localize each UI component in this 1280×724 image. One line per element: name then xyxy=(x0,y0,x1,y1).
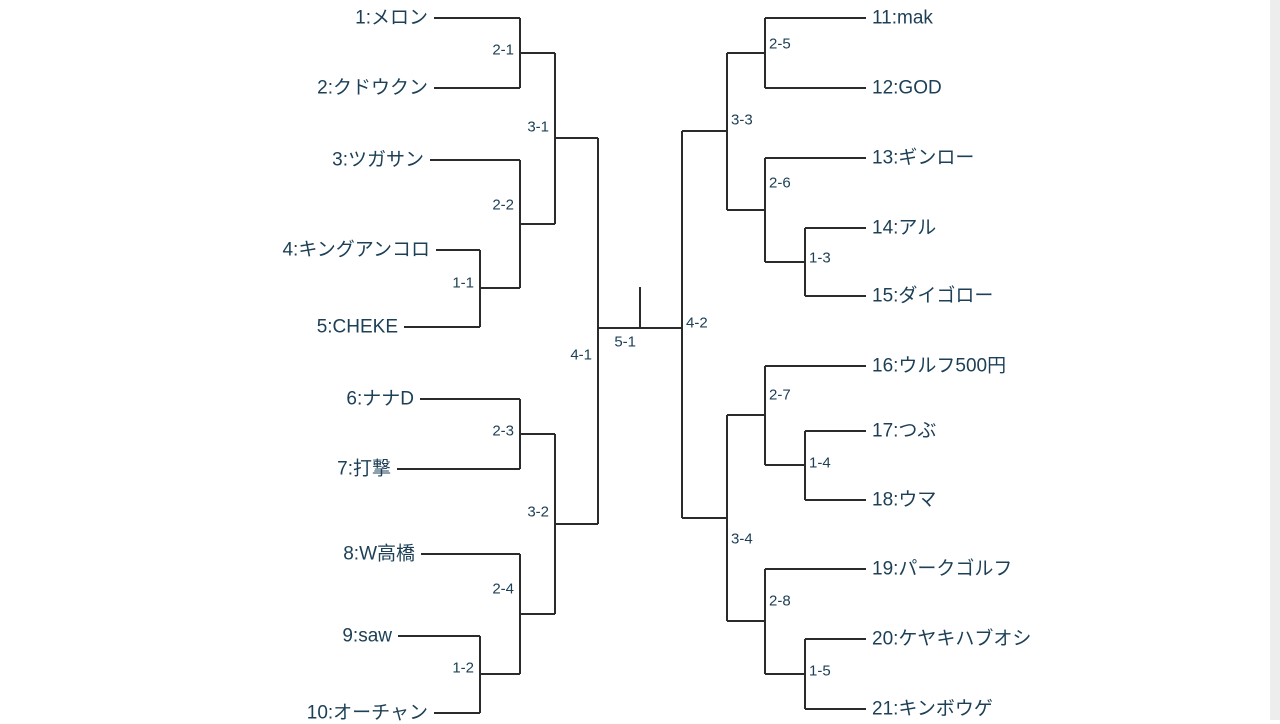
match-label-3-4: 3-4 xyxy=(731,530,753,548)
participant-18: 18:ウマ xyxy=(872,489,937,511)
participant-19: 19:パークゴルフ xyxy=(872,558,1013,580)
participant-3: 3:ツガサン xyxy=(332,149,424,171)
participant-15: 15:ダイゴロー xyxy=(872,285,994,307)
participant-9: 9:saw xyxy=(342,625,392,647)
participant-11: 11:mak xyxy=(872,7,933,29)
participant-12: 12:GOD xyxy=(872,77,942,99)
match-label-5-1: 5-1 xyxy=(614,333,636,351)
match-label-2-4: 2-4 xyxy=(492,580,514,598)
participant-14: 14:アル xyxy=(872,217,937,239)
participant-16: 16:ウルフ500円 xyxy=(872,355,1007,377)
participant-17: 17:つぶ xyxy=(872,420,937,442)
match-label-3-2: 3-2 xyxy=(527,503,549,521)
match-label-2-5: 2-5 xyxy=(769,35,791,53)
match-label-1-1: 1-1 xyxy=(452,274,474,292)
match-label-3-1: 3-1 xyxy=(527,118,549,136)
match-label-1-4: 1-4 xyxy=(809,454,831,472)
match-label-2-8: 2-8 xyxy=(769,592,791,610)
match-label-2-7: 2-7 xyxy=(769,386,791,404)
participant-21: 21:キンボウゲ xyxy=(872,698,993,720)
participant-6: 6:ナナD xyxy=(346,388,414,410)
match-label-4-1: 4-1 xyxy=(570,346,592,364)
match-label-2-2: 2-2 xyxy=(492,196,514,214)
participant-1: 1:メロン xyxy=(355,7,428,29)
participant-5: 5:CHEKE xyxy=(316,316,398,338)
participant-2: 2:クドウクン xyxy=(317,77,428,99)
match-label-1-2: 1-2 xyxy=(452,659,474,677)
participant-7: 7:打撃 xyxy=(337,458,391,480)
match-label-3-3: 3-3 xyxy=(731,111,753,129)
match-label-1-5: 1-5 xyxy=(809,662,831,680)
match-label-2-6: 2-6 xyxy=(769,174,791,192)
scrollbar[interactable] xyxy=(1270,0,1280,720)
match-label-4-2: 4-2 xyxy=(686,314,708,332)
participant-10: 10:オーチャン xyxy=(306,702,428,724)
participant-4: 4:キングアンコロ xyxy=(282,239,430,261)
participant-8: 8:W高橋 xyxy=(343,543,415,565)
participant-20: 20:ケヤキハブオシ xyxy=(872,628,1032,650)
participant-13: 13:ギンロー xyxy=(872,147,975,169)
match-label-2-1: 2-1 xyxy=(492,41,514,59)
match-label-2-3: 2-3 xyxy=(492,422,514,440)
match-label-1-3: 1-3 xyxy=(809,249,831,267)
